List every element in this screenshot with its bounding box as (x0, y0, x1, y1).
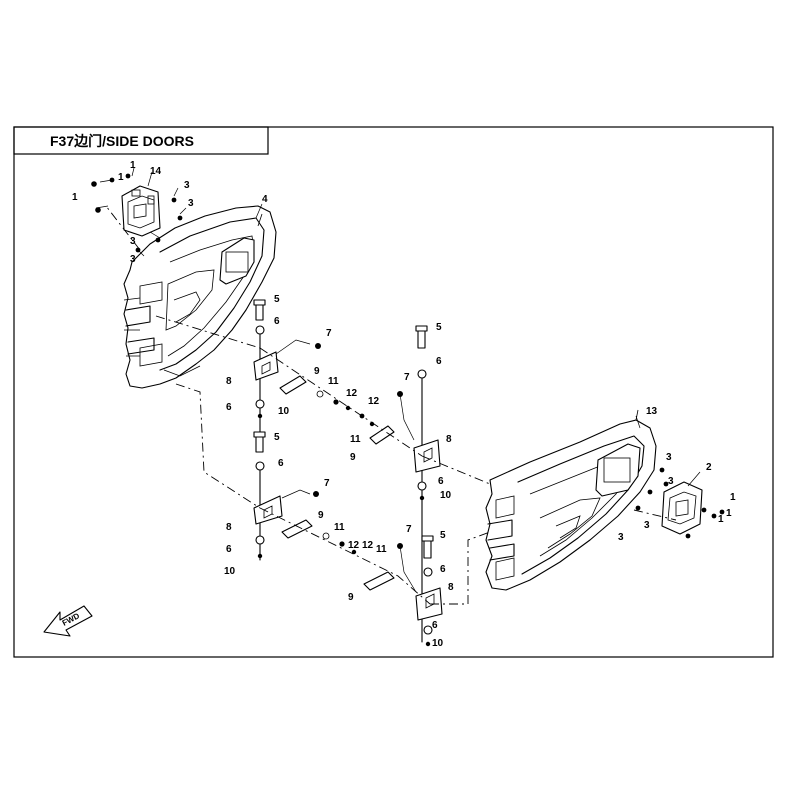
callout-label: 6 (436, 356, 442, 367)
callout-label: 12 (348, 540, 360, 551)
left-upper-hinge-assembly (253, 299, 351, 437)
callout-label: 8 (226, 376, 232, 387)
callout-label: 9 (318, 510, 324, 521)
callout-label: 11 (376, 544, 387, 555)
title-block: F37边门/SIDE DOORS (13, 126, 269, 155)
callout-label: 5 (274, 432, 280, 443)
callout-label: 13 (646, 406, 658, 417)
left-door-panel (123, 205, 277, 389)
callout-label: 3 (130, 236, 136, 247)
callout-label: 12 (362, 540, 374, 551)
right-lower-hinge-assembly (363, 535, 443, 647)
callout-label: 10 (432, 638, 444, 649)
callout-label: 5 (274, 294, 280, 305)
callout-label: 1 (72, 192, 78, 203)
callout-label: 7 (404, 372, 410, 383)
callout-label: 10 (224, 566, 236, 577)
callout-label: 6 (226, 402, 232, 413)
callout-label: 10 (278, 406, 290, 417)
callout-label: 3 (184, 180, 190, 191)
callout-label: 6 (278, 458, 284, 469)
callout-label: 1 (726, 508, 732, 519)
callout-label: 6 (226, 544, 232, 555)
callout-label: 3 (668, 476, 674, 487)
right-door-panel (485, 409, 657, 591)
callout-label: 5 (436, 322, 442, 333)
callout-label: 8 (446, 434, 452, 445)
callout-label: 11 (350, 434, 361, 445)
forward-direction-arrow: FWD (43, 605, 93, 637)
callout-label: 7 (324, 478, 330, 489)
callout-label: 8 (226, 522, 232, 533)
left-lower-hinge-assembly (253, 431, 357, 561)
callout-label: 11 (328, 376, 339, 387)
callout-labels: 1 1 1 14 3 3 3 3 4 5 6 7 8 9 6 10 11 12 … (72, 160, 736, 649)
callout-label: 7 (326, 328, 332, 339)
left-door-latch (121, 185, 161, 237)
callout-label: 1 (118, 172, 124, 183)
callout-label: 12 (368, 396, 380, 407)
callout-label: 7 (406, 524, 412, 535)
callout-label: 1 (130, 160, 136, 171)
callout-label: 6 (438, 476, 444, 487)
callout-label: 2 (706, 462, 712, 473)
callout-label: 9 (314, 366, 320, 377)
callout-label: 3 (188, 198, 194, 209)
callout-label: 5 (440, 530, 446, 541)
callout-label: 3 (618, 532, 624, 543)
right-latch-screws (635, 467, 725, 539)
callout-label: 4 (262, 194, 268, 205)
callout-label: 8 (448, 582, 454, 593)
callout-label: 14 (150, 166, 162, 177)
callout-label: 6 (274, 316, 280, 327)
callout-label: 3 (644, 520, 650, 531)
callout-label: 3 (130, 254, 136, 265)
page-title: F37边门/SIDE DOORS (50, 133, 194, 149)
right-upper-hinge-assembly (359, 325, 441, 643)
assembly-center-lines (105, 205, 677, 605)
callout-label: 1 (718, 514, 724, 525)
leader-lines (95, 167, 701, 487)
callout-label: 9 (350, 452, 356, 463)
callout-label: 9 (348, 592, 354, 603)
callout-label: 12 (346, 388, 358, 399)
callout-label: 6 (432, 620, 438, 631)
callout-label: 10 (440, 490, 452, 501)
drawing-frame (13, 126, 774, 658)
right-door-latch (661, 481, 703, 535)
callout-label: 6 (440, 564, 446, 575)
callout-label: 1 (730, 492, 736, 503)
callout-label: 11 (334, 522, 345, 533)
callout-label: 3 (666, 452, 672, 463)
